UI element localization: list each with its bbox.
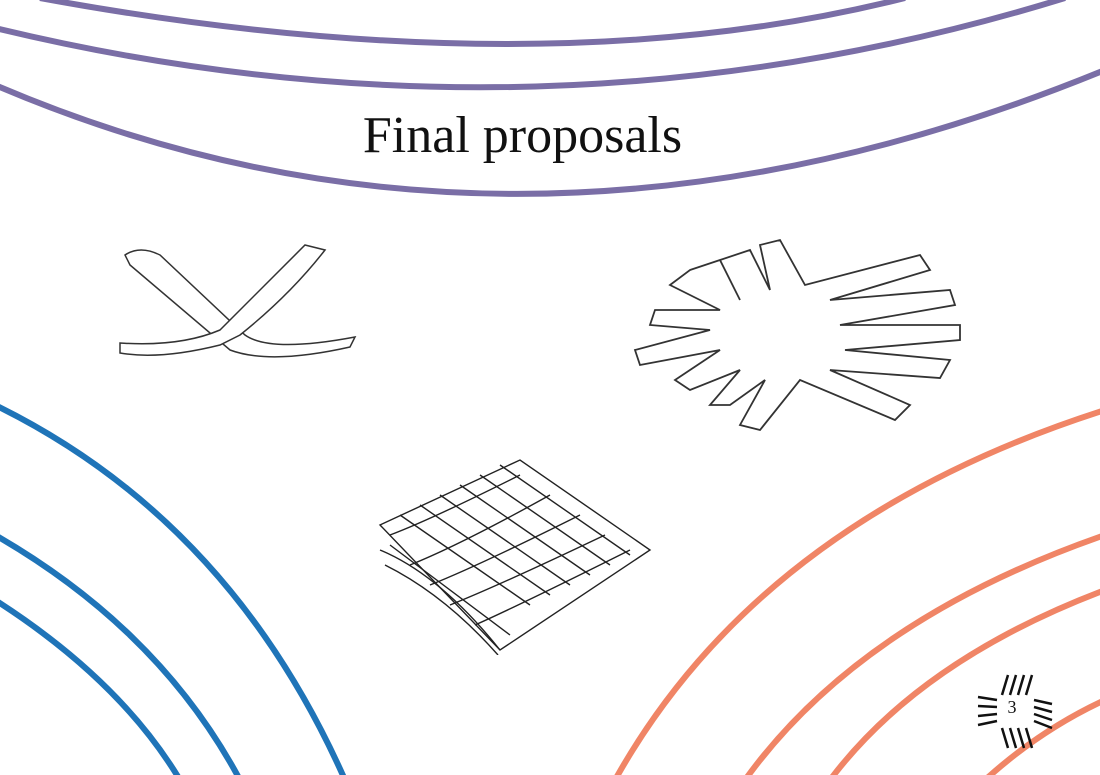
crossed-strips-sketch [119,244,357,358]
blue-arcs [0,404,347,775]
hand-shaped-sketch [633,238,961,432]
purple-arcs [0,0,1100,197]
page-number: 3 [1007,697,1017,717]
logo-icon [977,674,1053,749]
slide-title: Final proposals [362,107,683,164]
orange-arcs [614,408,1100,775]
woven-basket-sketch [378,459,652,655]
